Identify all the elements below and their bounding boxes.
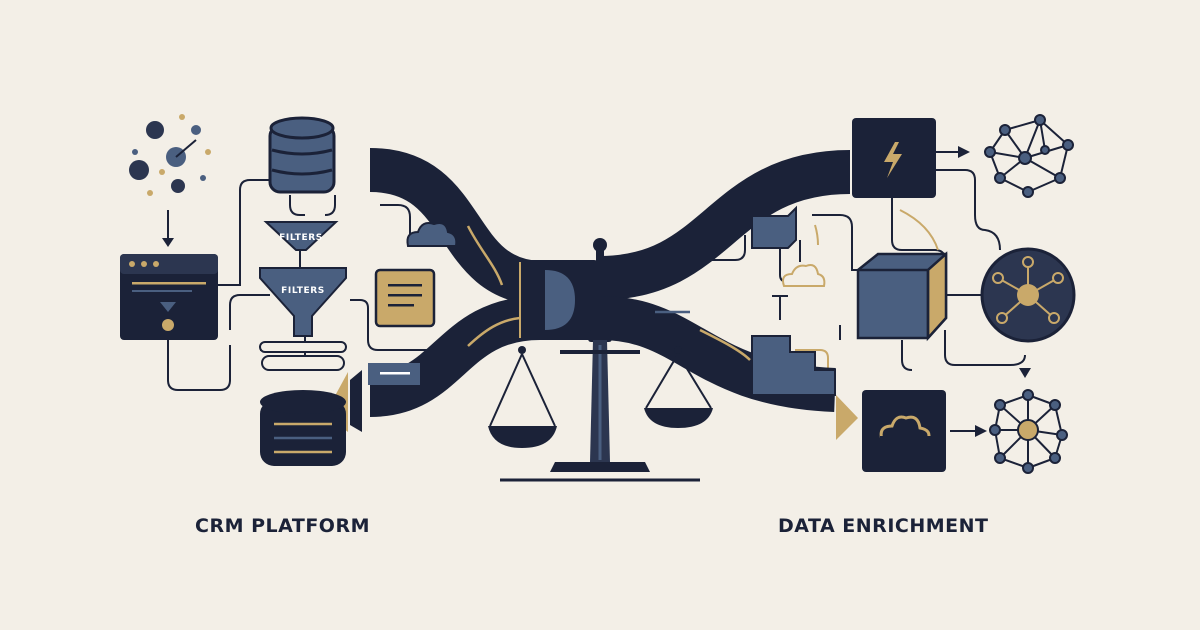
pipe-left-bottom bbox=[368, 296, 541, 417]
cloud-box-icon bbox=[862, 390, 946, 472]
data-enrichment-caption: DATA ENRICHMENT bbox=[778, 515, 989, 537]
document-icon bbox=[374, 268, 436, 328]
network-graph-bottom-icon bbox=[989, 389, 1068, 474]
filter-label-bottom: FILTERS bbox=[281, 286, 325, 296]
cloud-icon-left bbox=[406, 222, 458, 247]
crm-platform-caption: CRM PLATFORM bbox=[195, 515, 370, 537]
balance-scale bbox=[488, 238, 713, 482]
central-coupler bbox=[519, 260, 600, 340]
scatter-dots bbox=[129, 114, 211, 196]
filter-label-top: FILTERS bbox=[279, 233, 323, 243]
small-box-icon bbox=[751, 205, 797, 249]
pipe-right-top bbox=[599, 150, 851, 300]
pipe-accents bbox=[466, 225, 751, 361]
lightning-box-icon bbox=[852, 118, 936, 198]
filter-funnel-top: FILTERS bbox=[263, 221, 339, 251]
arrowheads bbox=[162, 146, 1031, 437]
cube-icon bbox=[856, 251, 948, 342]
database-bottom-icon bbox=[260, 390, 346, 466]
app-window-icon bbox=[120, 254, 218, 340]
network-hub-icon bbox=[980, 247, 1076, 343]
right-nozzle bbox=[836, 395, 858, 440]
network-graph-top-icon bbox=[984, 114, 1074, 198]
cloud-icon-right bbox=[782, 264, 826, 287]
database-top-icon bbox=[268, 116, 336, 194]
pipe-left-top bbox=[368, 148, 543, 305]
filter-funnel-bottom: FILTERS bbox=[259, 267, 347, 371]
stairs-block-icon bbox=[751, 335, 836, 396]
gold-connector-lines bbox=[795, 209, 939, 372]
